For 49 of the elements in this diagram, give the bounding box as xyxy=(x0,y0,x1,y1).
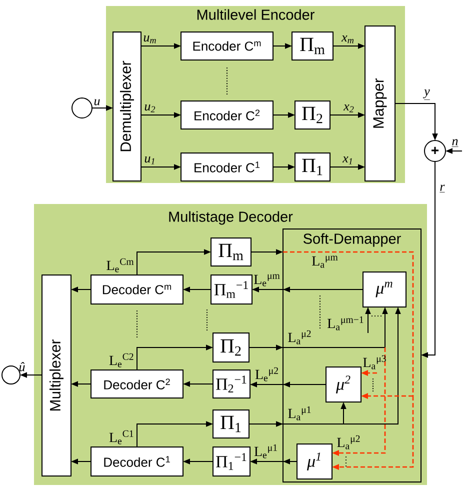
edge-label: u$_{1}$ xyxy=(144,156,154,164)
edge-label: u$_{2}$ xyxy=(144,104,156,112)
process-box: Mapper xyxy=(364,26,396,182)
process-box: Π$_{2}$−1 xyxy=(212,370,250,398)
process-box: Π$_{2}$ xyxy=(212,332,250,362)
process-box: μ$^{2}$ xyxy=(326,366,362,402)
process-box: Decoder C$^{2}$ xyxy=(90,370,184,398)
edge-label: x$_{2}$ xyxy=(343,104,354,112)
edge-label: y xyxy=(423,90,430,100)
process-box: Π$_{1}$ xyxy=(212,410,250,438)
process-box: Encoder C$^{2}$ xyxy=(180,100,274,130)
edge-label: x$_{1}$ xyxy=(342,156,352,164)
process-box: Multiplexer xyxy=(42,274,72,476)
edge-label: L$_{e}$μ2 xyxy=(255,367,278,382)
edge-label: x$_{m}$ xyxy=(341,36,354,44)
process-box: Π$_{m}$ xyxy=(210,238,252,266)
process-box: Encoder C$^{m}$ xyxy=(180,32,274,60)
edge-label: r xyxy=(440,184,445,192)
edge-label: L$_{a}$μ2 xyxy=(337,435,360,450)
arrow xyxy=(248,421,344,427)
process-box: Decoder C$^{m}$ xyxy=(90,274,184,304)
edge-label: L$_{e}$μ1 xyxy=(254,444,277,458)
edge-label: L$_{a}$μm xyxy=(312,256,338,268)
edge-label: u$_{m}$ xyxy=(144,36,156,44)
arrow xyxy=(248,344,386,350)
summing-junction: + xyxy=(424,140,446,162)
edge-label: L$_{a}$μ3 xyxy=(363,355,386,370)
edge-label: û xyxy=(19,362,25,372)
terminal-circle xyxy=(72,98,92,118)
process-box: Π$_{1}$−1 xyxy=(212,446,250,476)
edge-label: L$_{e}$μm xyxy=(254,274,280,286)
edge-label: L$_{a}$μm−1 xyxy=(328,316,364,330)
edge-label: n xyxy=(452,139,458,147)
process-box: Π$_{2}$ xyxy=(294,100,330,130)
edge-label: L$_{a}$μ1 xyxy=(288,406,311,420)
edge-label: L$_{e}$C2 xyxy=(109,353,134,368)
process-box: Encoder C$^{1}$ xyxy=(180,152,274,182)
edge-label: L$_{a}$μ2 xyxy=(288,330,311,344)
process-box: Demultiplexer xyxy=(112,32,142,182)
edge-label: L$_{e}$Cm xyxy=(106,258,134,272)
process-box: Π$_{m}$ xyxy=(292,32,334,60)
process-box: Decoder C$^{1}$ xyxy=(90,446,184,476)
edge-label: u xyxy=(94,99,100,106)
process-box: Π$_{m}$−1 xyxy=(210,274,252,304)
terminal-circle xyxy=(2,366,20,384)
process-box: Π$_{1}$ xyxy=(294,152,330,182)
process-box: μ$^{1}$ xyxy=(296,444,332,480)
process-box: μ$^{m}$ xyxy=(362,272,406,308)
edge-label: L$_{e}$C1 xyxy=(109,430,134,444)
